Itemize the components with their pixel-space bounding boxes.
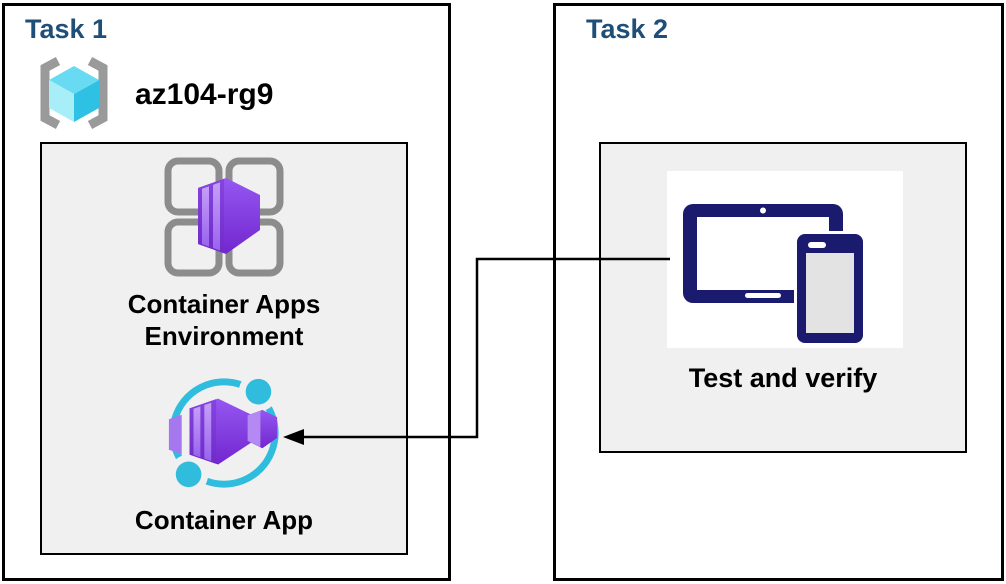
- node-container-app: Container App: [42, 372, 406, 537]
- node-container-apps-environment: Container Apps Environment: [42, 156, 406, 353]
- devices-icon-panel: [667, 171, 903, 348]
- resource-group-name: az104-rg9: [135, 78, 274, 111]
- resource-group: az104-rg9: [29, 56, 273, 134]
- task1-box: Task 1 az104-rg9: [2, 3, 451, 581]
- node-label-container-apps-environment: Container Apps Environment: [127, 289, 321, 351]
- container-apps-environment-icon: [164, 157, 284, 277]
- task2-box: Task 2 Test and verify: [553, 3, 1004, 581]
- task2-title: Task 2: [586, 14, 669, 44]
- task1-title: Task 1: [25, 14, 108, 44]
- resource-group-icon: [40, 57, 108, 129]
- task2-panel: Test and verify: [599, 142, 967, 453]
- task1-panel: Container Apps Environment: [40, 142, 408, 555]
- node-label-container-app: Container App: [134, 505, 314, 535]
- node-label-test-and-verify: Test and verify: [688, 363, 878, 393]
- tablet-phone-icon: [683, 204, 866, 346]
- node-test-and-verify: Test and verify: [601, 362, 965, 395]
- container-app-icon: [168, 372, 279, 494]
